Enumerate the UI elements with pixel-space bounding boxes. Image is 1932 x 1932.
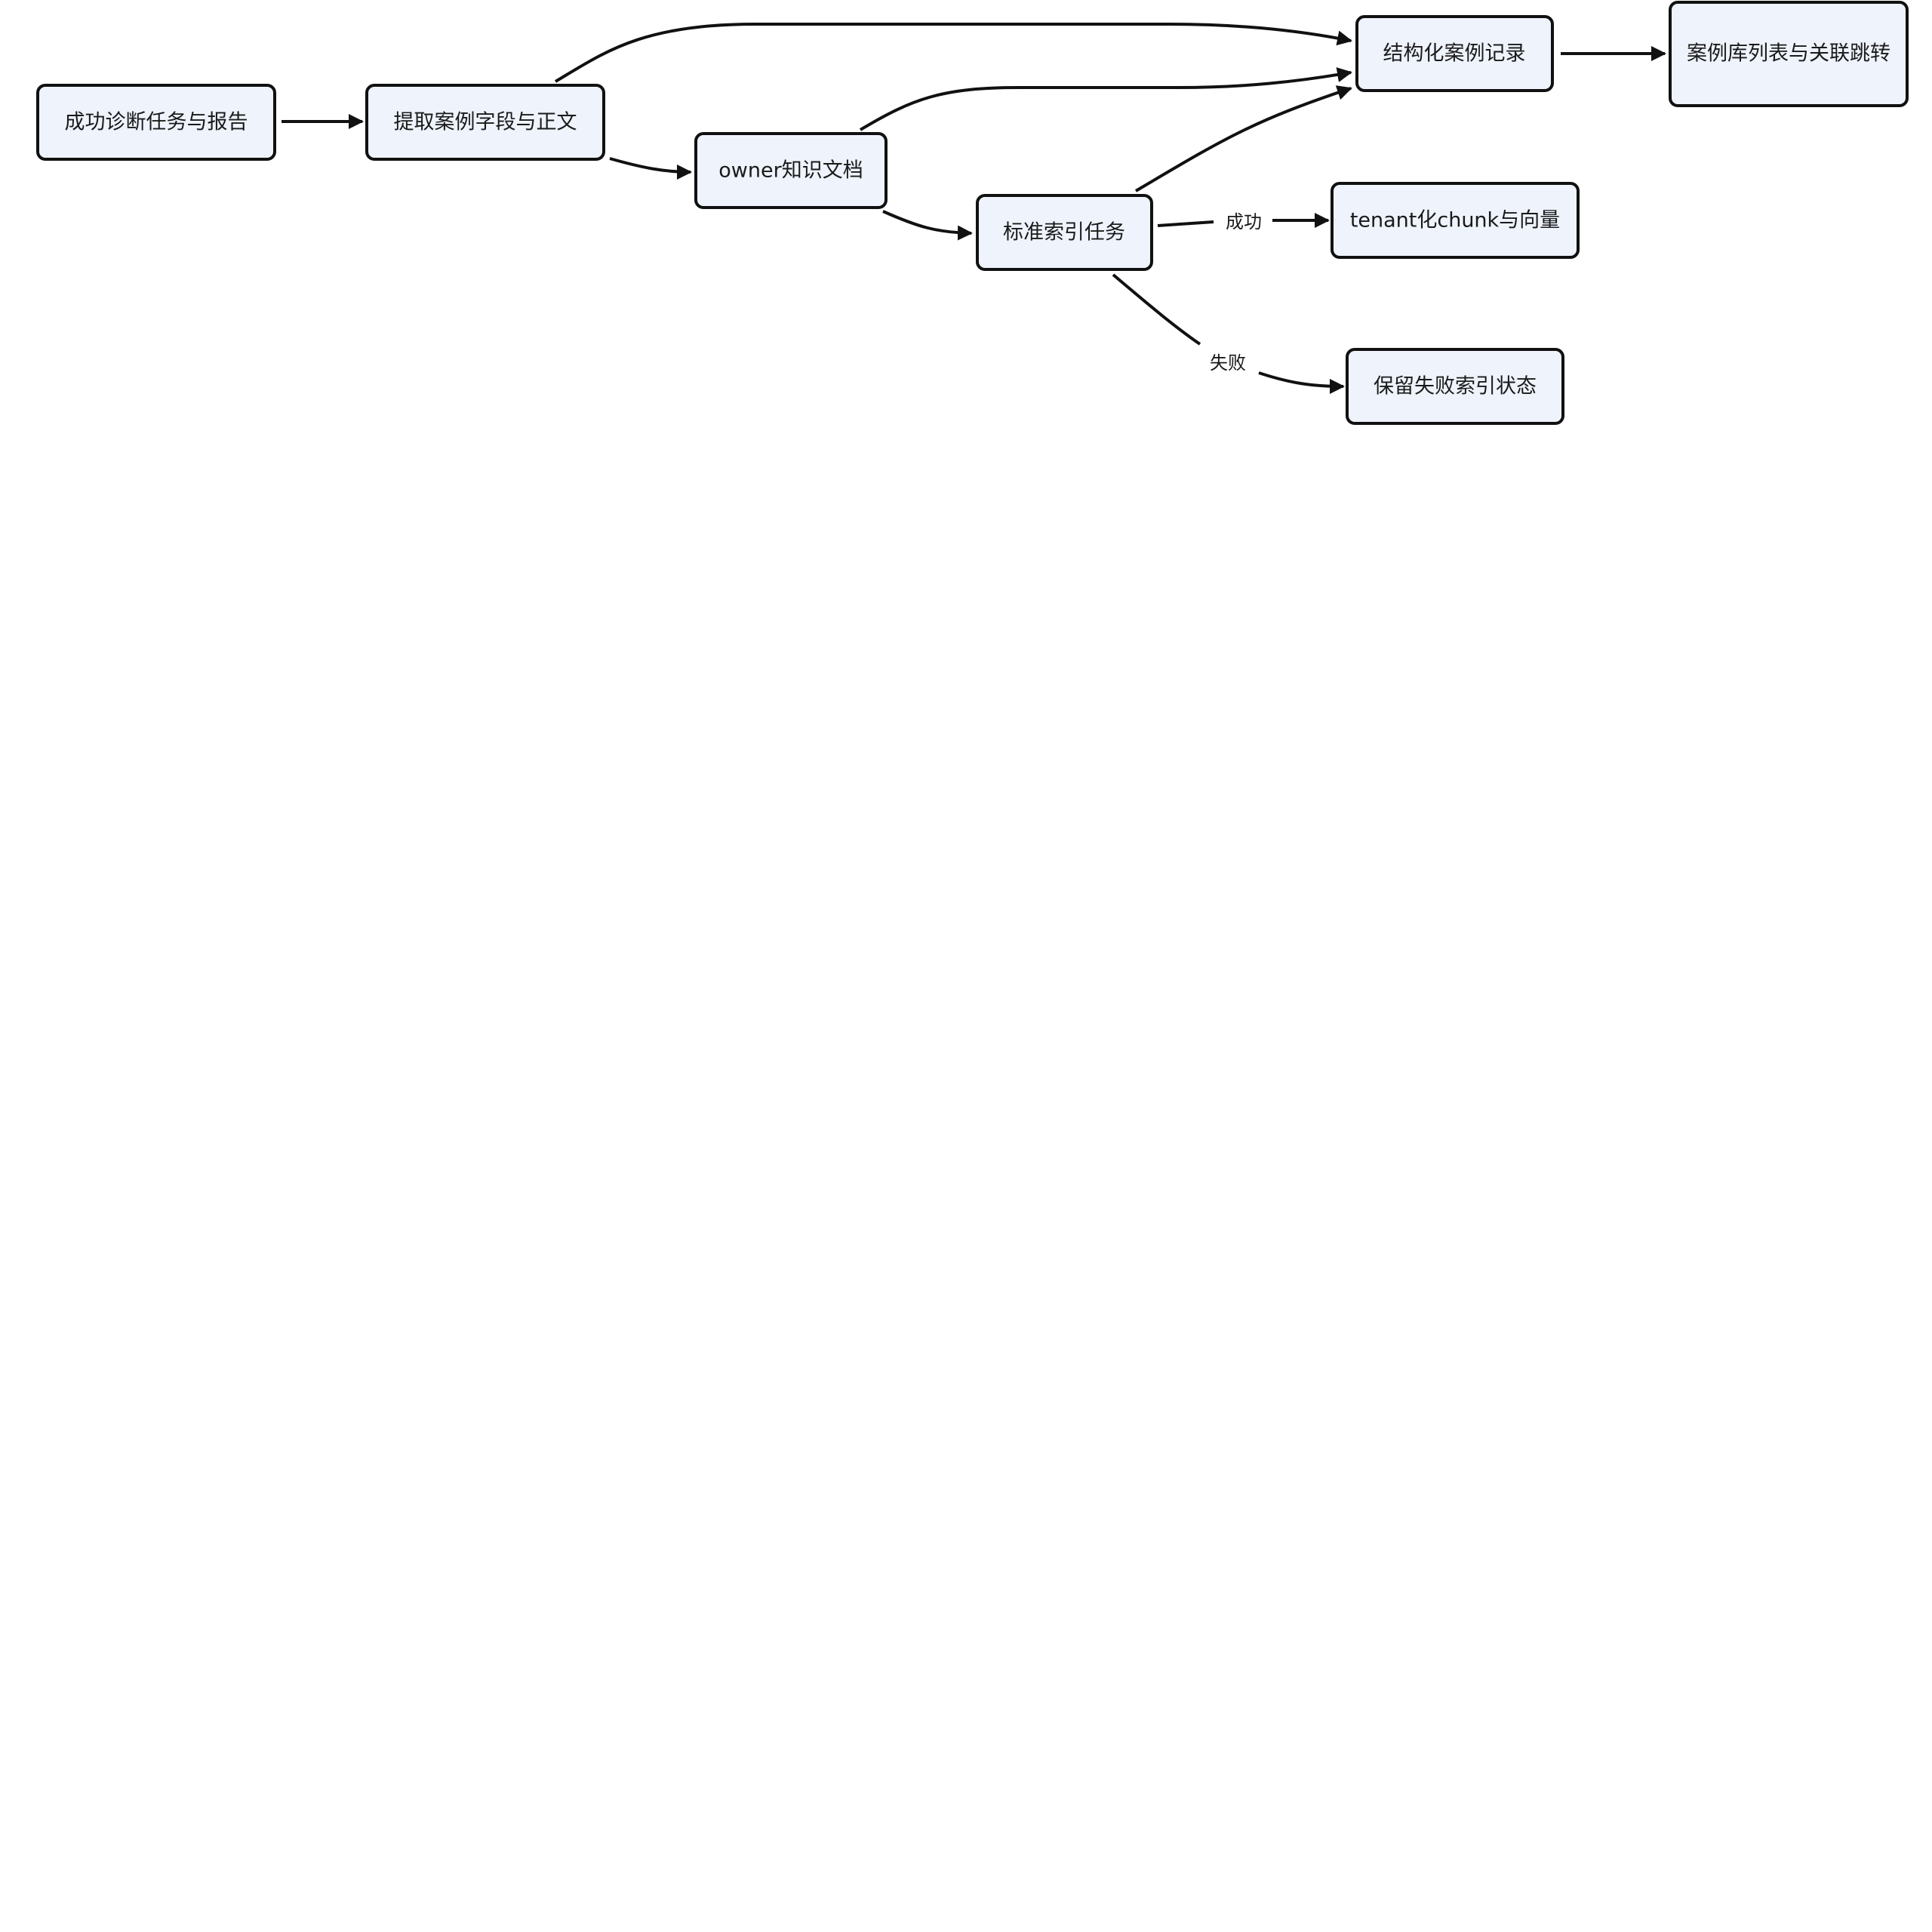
edge-index-to-tenant-success bbox=[1157, 220, 1328, 226]
node-tenant-chunk[interactable]: tenant化chunk与向量 bbox=[1331, 182, 1580, 259]
node-keep-failed[interactable]: 保留失败索引状态 bbox=[1346, 348, 1564, 425]
node-tenant-chunk-label: tenant化chunk与向量 bbox=[1350, 209, 1560, 232]
edge-extract-to-record bbox=[554, 23, 1352, 83]
node-extract[interactable]: 提取案例字段与正文 bbox=[365, 84, 605, 161]
node-case-list-label: 案例库列表与关联跳转 bbox=[1687, 42, 1890, 66]
node-record-label: 结构化案例记录 bbox=[1383, 42, 1526, 66]
node-record[interactable]: 结构化案例记录 bbox=[1355, 15, 1554, 92]
node-diag-task-label: 成功诊断任务与报告 bbox=[65, 111, 248, 134]
edge-label-success: 成功 bbox=[1226, 211, 1262, 232]
edge-owner-to-record bbox=[859, 67, 1352, 131]
node-index-task-label: 标准索引任务 bbox=[1003, 221, 1125, 245]
edge-label-fail: 失败 bbox=[1210, 352, 1246, 374]
node-owner-doc-label: owner知识文档 bbox=[718, 159, 863, 183]
node-index-task[interactable]: 标准索引任务 bbox=[976, 194, 1153, 271]
node-case-list[interactable]: 案例库列表与关联跳转 bbox=[1669, 1, 1909, 107]
node-owner-doc[interactable]: owner知识文档 bbox=[694, 132, 888, 209]
svg-text:成功: 成功 bbox=[1226, 211, 1262, 232]
node-keep-failed-label: 保留失败索引状态 bbox=[1374, 375, 1537, 398]
node-extract-label: 提取案例字段与正文 bbox=[394, 111, 577, 134]
edge-extract-to-owner bbox=[609, 157, 692, 180]
edge-index-to-record bbox=[1134, 85, 1352, 192]
node-diag-task[interactable]: 成功诊断任务与报告 bbox=[36, 84, 276, 161]
edge-index-to-keep-failed bbox=[1112, 273, 1343, 386]
svg-text:失败: 失败 bbox=[1210, 352, 1246, 374]
edge-owner-to-index bbox=[882, 210, 973, 241]
